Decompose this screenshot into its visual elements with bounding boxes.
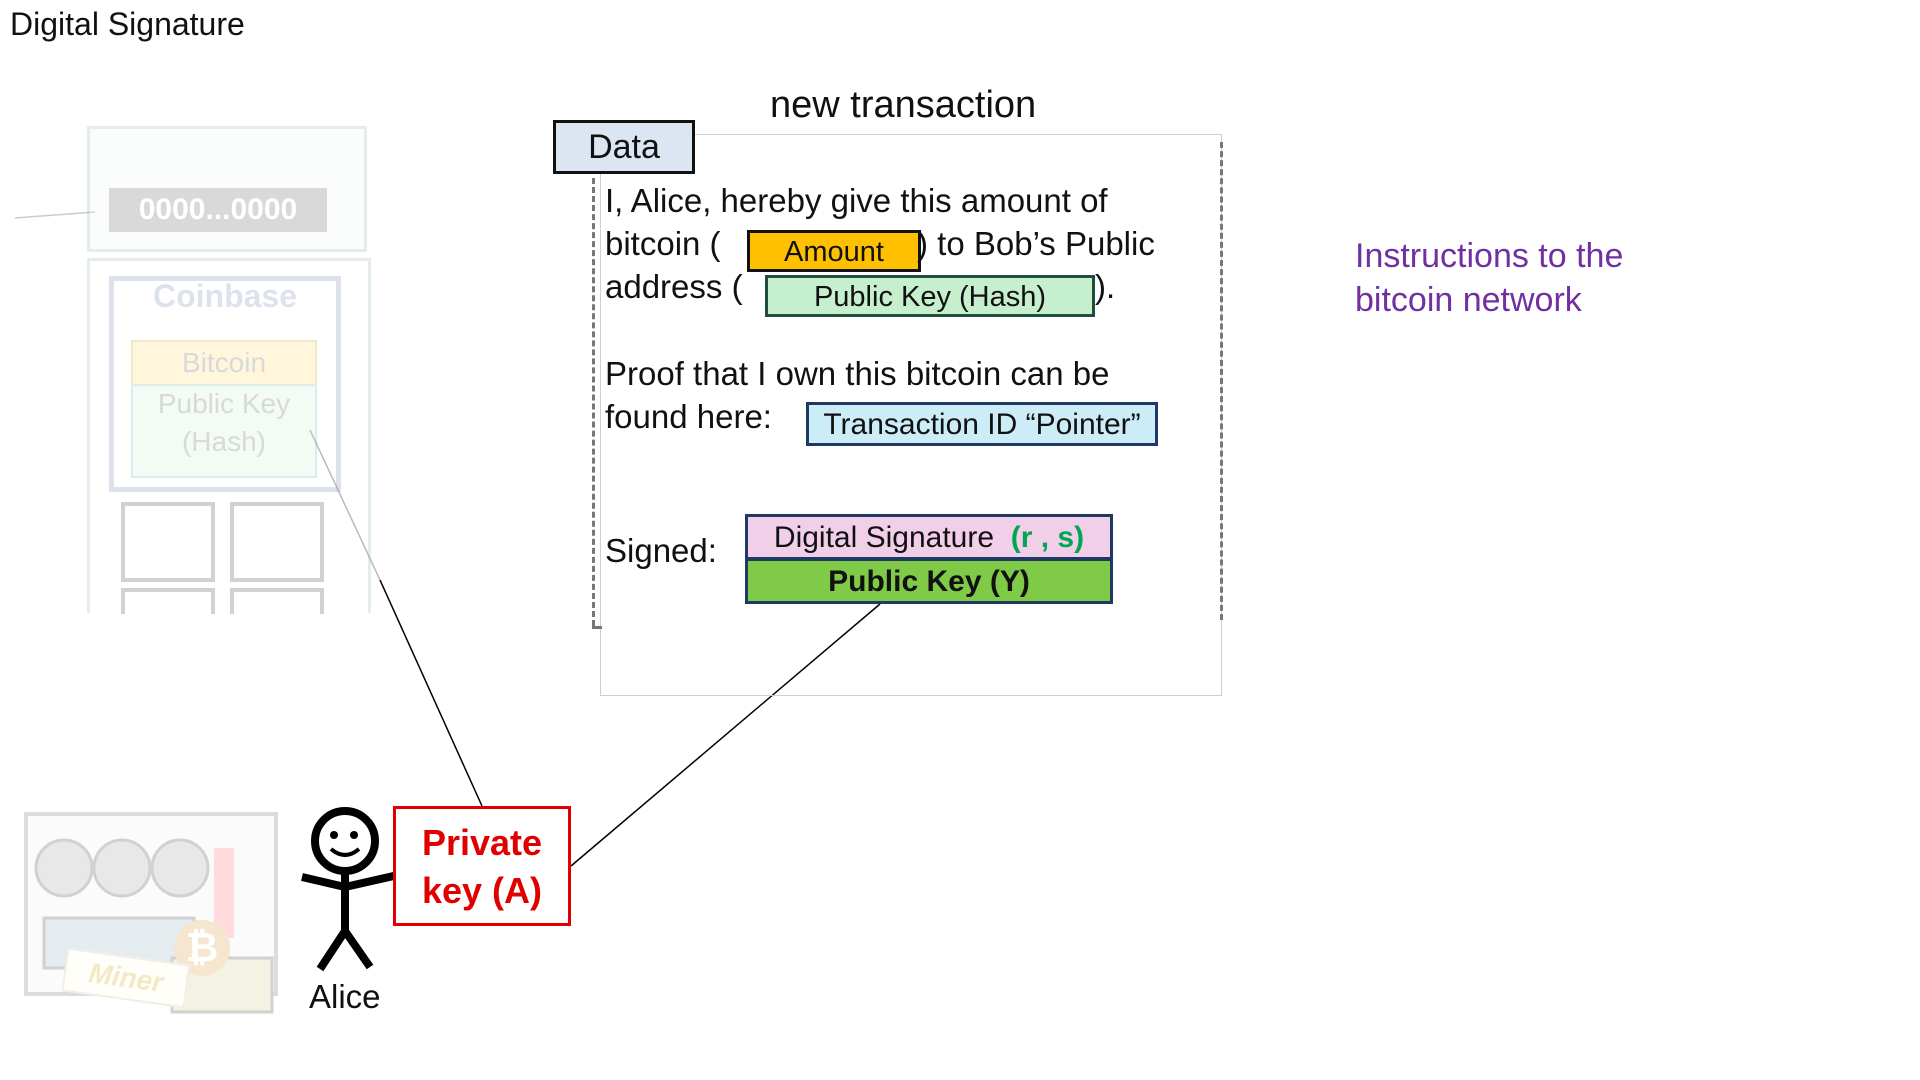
tx-line-2-suffix: ) to Bob’s Public [917,225,1155,263]
proof-line-1: Proof that I own this bitcoin can be [605,355,1109,393]
faded-left-line [15,212,95,218]
proof-line-2: found here: [605,398,772,436]
tx-line-3-suffix: ). [1095,268,1115,306]
transaction-dashed-border-foot [592,626,602,629]
instructions-line-1: Instructions to the [1355,234,1623,278]
alice-stick-figure-icon [298,805,408,975]
instructions-line-2: bitcoin network [1355,278,1623,322]
instructions-note: Instructions to the bitcoin network [1355,234,1623,322]
public-key-y-field: Public Key (Y) [745,558,1113,604]
coinbase-public-key-label-2: (Hash) [131,426,317,458]
tx-slot-2 [230,502,324,582]
tx-slot-4 [230,588,324,614]
public-key-hash-field: Public Key (Hash) [765,275,1095,317]
tx-slot-1 [121,502,215,582]
signed-label: Signed: [605,532,717,570]
coinbase-bitcoin-field: Bitcoin [131,340,317,386]
private-key-to-block-line [380,580,482,806]
transaction-heading: new transaction [770,84,1036,127]
amount-field: Amount [747,230,921,272]
transaction-dashed-border-left [592,178,595,626]
digital-signature-label: Digital Signature [774,521,994,554]
signature-rs-values: (r , s) [1011,521,1084,554]
alice-label: Alice [309,978,381,1016]
tx-slot-3 [121,588,215,614]
mining-rig: ₿ Miner [24,808,280,1020]
tx-line-1: I, Alice, hereby give this amount of [605,182,1108,220]
transaction-id-pointer-field: Transaction ID “Pointer” [806,402,1158,446]
slide-title: Digital Signature [10,6,245,43]
tx-line-2-prefix: bitcoin ( [605,225,721,263]
private-key-box: Private key (A) [393,806,571,926]
block-hash-badge: 0000...0000 [109,188,327,232]
coinbase-label: Coinbase [109,278,341,315]
background-block: 0000...0000 Coinbase Bitcoin Public Key … [87,126,365,610]
private-key-line-1: Private [396,819,568,867]
transaction-dashed-border-right [1220,142,1223,620]
tx-line-3-prefix: address ( [605,268,743,306]
data-tab: Data [553,120,695,174]
private-key-line-2: key (A) [396,867,568,915]
digital-signature-field: Digital Signature (r , s) [745,514,1113,560]
coinbase-public-key-label-1: Public Key [131,388,317,420]
